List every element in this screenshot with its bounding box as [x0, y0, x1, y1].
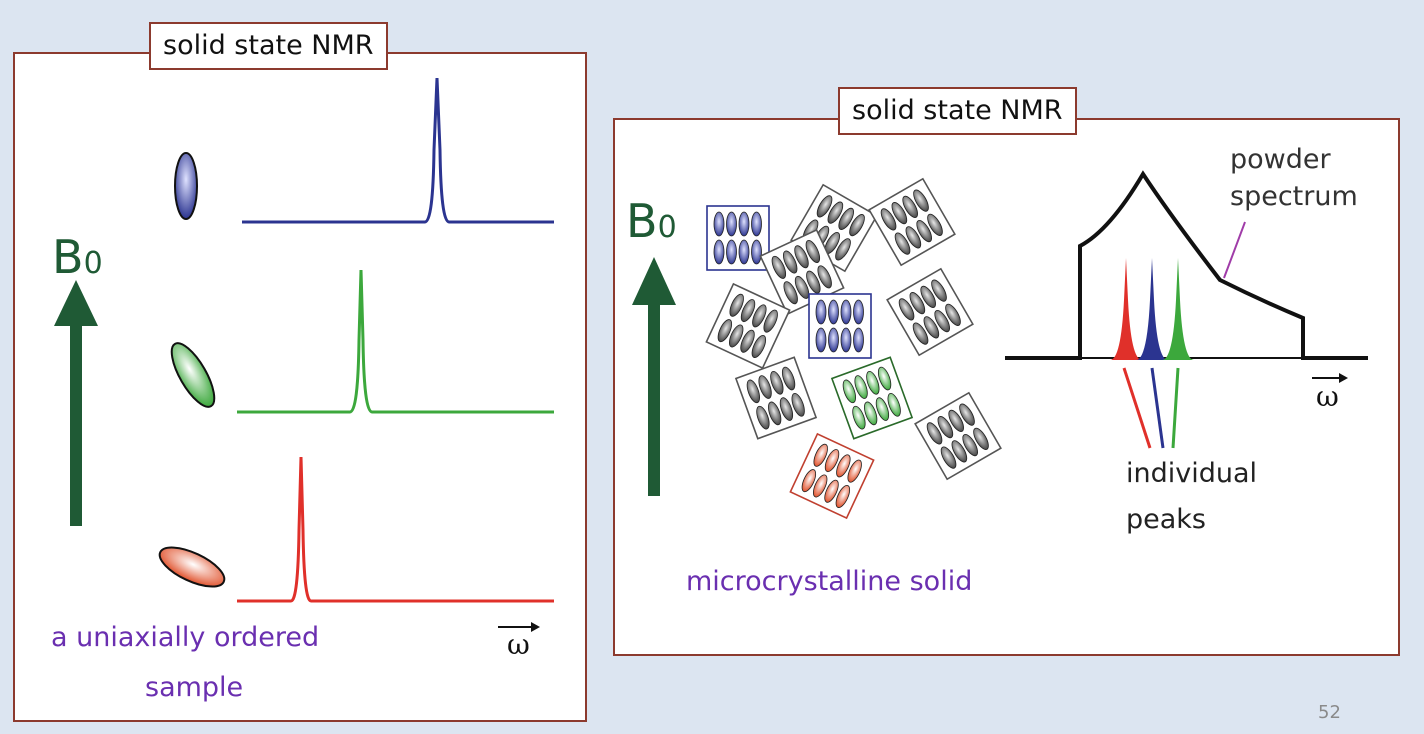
slide-number: 52	[1318, 702, 1341, 723]
crystal-grain	[734, 356, 818, 440]
crystal-grains	[705, 177, 1002, 520]
blue-pointer	[1150, 367, 1165, 449]
field-subscript: 0	[657, 210, 677, 245]
right-omega-arrow	[1312, 373, 1348, 383]
left-panel-title: solid state NMR	[149, 22, 388, 70]
crystal-grain	[789, 432, 875, 520]
left-ellipsoid-red	[158, 546, 226, 588]
spectrum-blue-line	[242, 77, 554, 224]
sample-label: microcrystalline solid	[686, 566, 973, 597]
left-omega-arrow	[498, 622, 540, 632]
peak-blue	[1136, 258, 1168, 360]
field-symbol: B	[52, 230, 84, 284]
left-field-label: B0	[52, 232, 103, 289]
left-caption-line2: sample	[145, 672, 244, 703]
right-field-arrow	[632, 257, 676, 496]
crystal-grain	[830, 356, 914, 440]
left-caption-line1: a uniaxially ordered	[51, 622, 320, 653]
peak-red	[1110, 258, 1142, 360]
peak-green	[1162, 258, 1194, 360]
left-ellipsoid-blue	[174, 152, 198, 220]
right-field-label: B0	[626, 196, 677, 253]
powder-label-line1: powder	[1230, 144, 1331, 175]
crystal-grain	[808, 293, 872, 359]
crystal-grain	[759, 228, 845, 316]
left-panel	[13, 52, 587, 722]
right-axis-label: ω	[1316, 380, 1339, 413]
crystal-grain	[705, 282, 791, 370]
left-ellipsoid-green	[170, 342, 216, 408]
left-axis-label: ω	[507, 628, 530, 661]
field-subscript: 0	[83, 246, 103, 281]
peaks-label-line2: peaks	[1126, 504, 1206, 535]
crystal-grain	[886, 267, 974, 357]
crystal-grain	[706, 205, 770, 271]
powder-pointer	[1223, 221, 1246, 279]
powder-label-line2: spectrum	[1230, 181, 1358, 212]
peaks-label-line1: individual	[1126, 458, 1258, 489]
powder-spectrum-line	[1005, 170, 1368, 360]
field-symbol: B	[626, 194, 658, 248]
green-pointer	[1171, 367, 1180, 449]
crystal-grain	[868, 177, 956, 267]
red-pointer	[1122, 367, 1152, 449]
spectrum-green-line	[237, 269, 554, 414]
left-field-arrow	[54, 280, 98, 526]
crystal-grain	[914, 391, 1002, 481]
right-panel-title: solid state NMR	[838, 87, 1077, 135]
spectrum-red-line	[237, 456, 554, 603]
